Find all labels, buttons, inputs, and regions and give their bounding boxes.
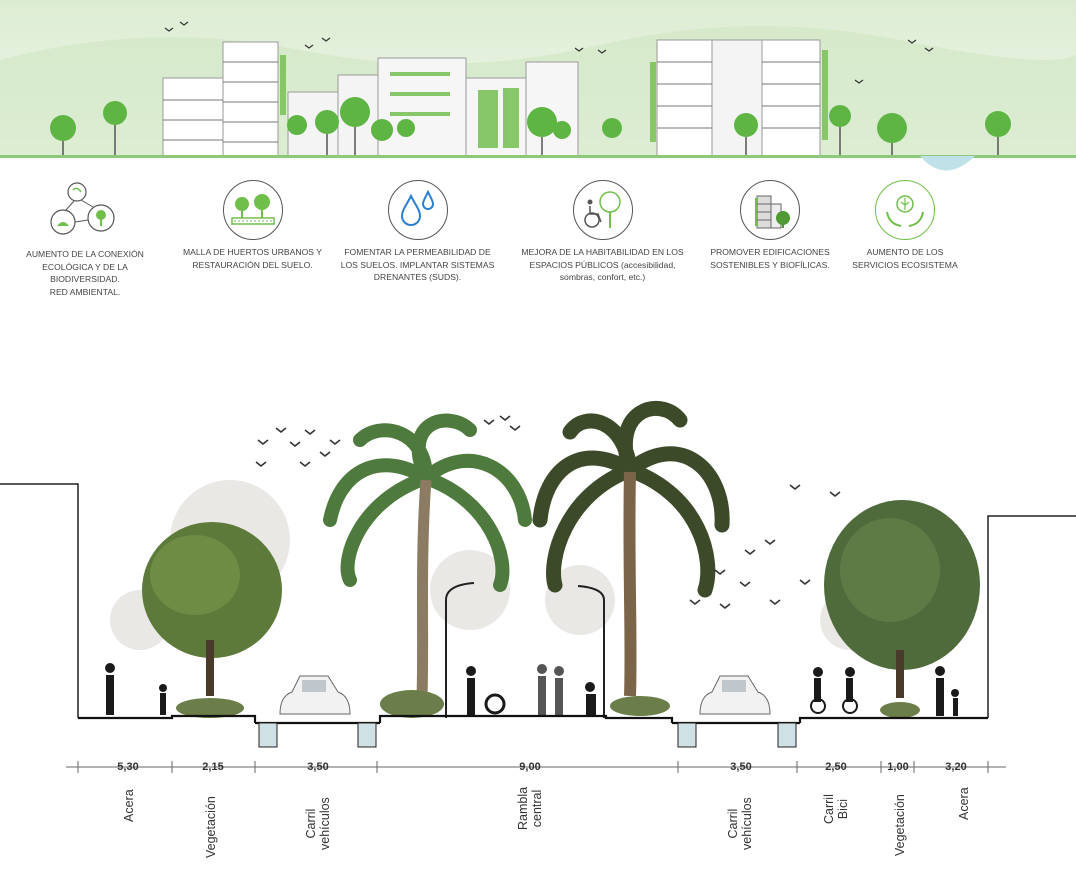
drainage-boxes (258, 722, 797, 748)
strategy-caption: AUMENTO DE LA CONEXIÓN ECOLÓGICA Y DE LA… (26, 249, 144, 297)
central-palm-tree-left (323, 413, 532, 697)
strategy-sustainable-buildings: PROMOVER EDIFICACIONES SOSTENIBLES Y BIO… (700, 180, 840, 271)
zone-label-carril-bici: Carril Bici (822, 794, 850, 824)
panorama-green-facades (280, 50, 828, 148)
panorama-building-floors (163, 61, 278, 143)
left-oak-tree (142, 522, 282, 696)
dimension-acera-right: 3,20 (945, 761, 967, 773)
dimension-line (66, 761, 1006, 773)
panorama-buildings-right (656, 39, 821, 157)
street-lamps (445, 582, 605, 718)
street-cross-section (0, 400, 1076, 773)
panorama-birds (164, 21, 934, 84)
dimension-acera-left: 5,30 (117, 761, 139, 773)
panorama-trees (50, 97, 1011, 143)
dimension-carril-bici: 2,50 (825, 761, 847, 773)
car-left (279, 675, 351, 715)
dimension-carril-left: 3,50 (307, 761, 329, 773)
zone-label-acera-right: Acera (957, 787, 971, 820)
strategy-permeability: FOMENTAR LA PERMEABILIDAD DE LOS SUELOS.… (335, 180, 500, 284)
panorama-ground (0, 155, 1076, 158)
biodiversity-network-icon (45, 180, 125, 242)
green-building-icon (740, 180, 800, 240)
shrub-beds (176, 690, 920, 718)
zone-label-vegetacion-right: Vegetación (893, 794, 907, 856)
strategy-ecosystem-services: AUMENTO DE LOS SERVICIOS ECOSISTEMA (840, 180, 970, 271)
ecosystem-hands-icon (875, 180, 935, 240)
panorama-pond (920, 156, 975, 171)
accessibility-tree-icon (572, 180, 633, 240)
car-right (699, 675, 771, 715)
left-building-outline (0, 483, 79, 718)
dimension-rambla: 9,00 (519, 761, 541, 773)
strategy-biodiversity: AUMENTO DE LA CONEXIÓN ECOLÓGICA Y DE LA… (10, 180, 160, 298)
strategy-caption: MEJORA DE LA HABITABILIDAD EN LOS ESPACI… (521, 247, 684, 282)
zone-label-acera-left: Acera (122, 789, 136, 822)
urban-garden-icon (222, 180, 283, 240)
strategy-caption: MALLA DE HUERTOS URBANOS Y RESTAURACIÓN … (183, 247, 322, 270)
strategy-caption: FOMENTAR LA PERMEABILIDAD DE LOS SUELOS.… (340, 247, 495, 282)
street-ground-profile (78, 714, 988, 725)
strategy-caption: AUMENTO DE LOS SERVICIOS ECOSISTEMA (852, 247, 958, 270)
panorama-tree-trunks (62, 125, 999, 156)
water-drops-icon (387, 180, 448, 240)
section-birds (255, 415, 841, 610)
strategy-public-space: MEJORA DE LA HABITABILIDAD EN LOS ESPACI… (515, 180, 690, 284)
strategy-urban-gardens: MALLA DE HUERTOS URBANOS Y RESTAURACIÓN … (175, 180, 330, 271)
dimension-vegetacion-left: 2,15 (202, 761, 224, 773)
pedestrian-silhouettes (105, 663, 959, 716)
panorama-building-floors-right (657, 61, 820, 129)
urban-panorama-illustration (0, 0, 1076, 171)
central-palm-tree-right (532, 400, 730, 697)
strategy-caption: PROMOVER EDIFICACIONES SOSTENIBLES Y BIO… (710, 247, 830, 270)
zone-label-carril-right: Carril vehículos (726, 797, 754, 850)
dimension-carril-right: 3,50 (730, 761, 752, 773)
zone-label-rambla: Rambla central (516, 786, 544, 830)
zone-label-vegetacion-left: Vegetación (204, 796, 218, 858)
right-building-outline (987, 515, 1076, 718)
right-cypress-tree (824, 500, 980, 698)
zone-label-carril-left: Carril vehículos (304, 797, 332, 850)
dimension-vegetacion-right: 1,00 (887, 761, 909, 773)
